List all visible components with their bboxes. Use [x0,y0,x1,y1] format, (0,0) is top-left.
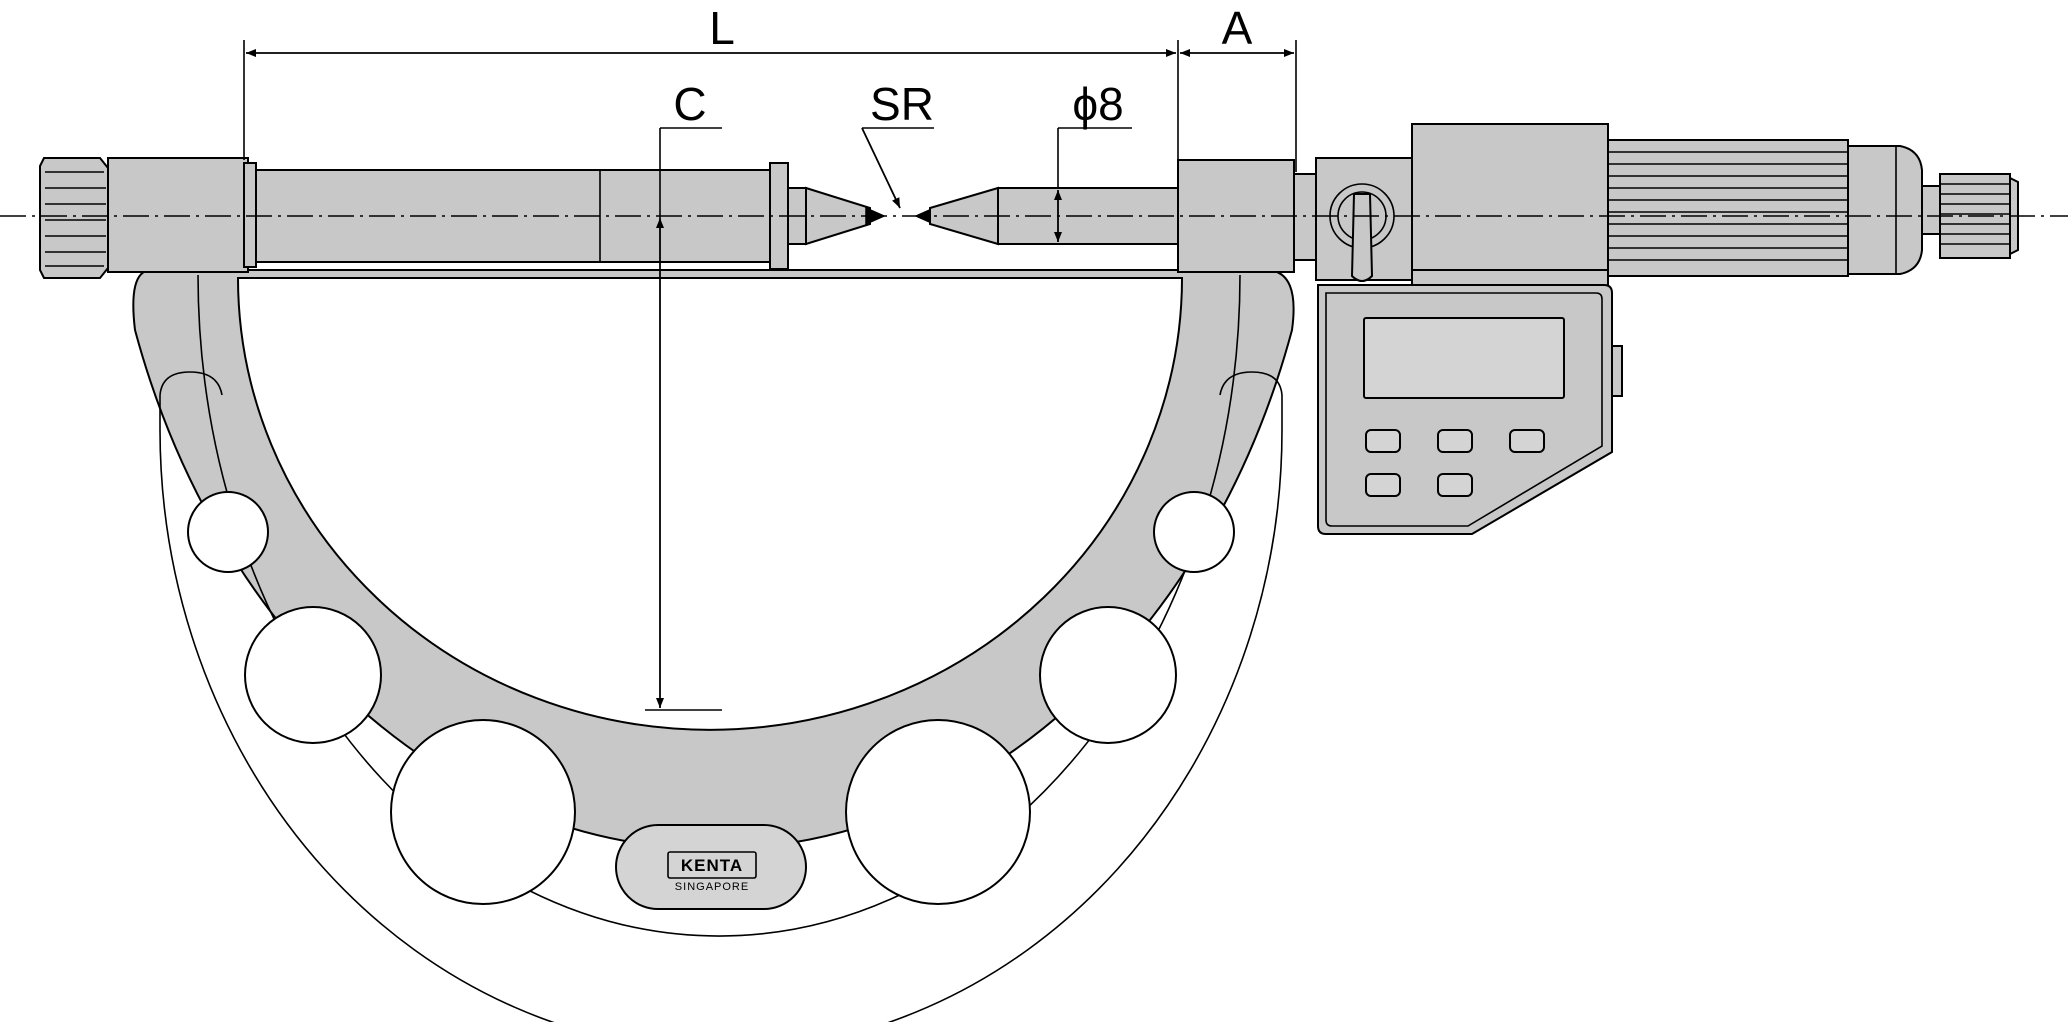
lock-lever [1350,193,1374,282]
frame-hole [1153,491,1235,573]
display-button[interactable] [1365,473,1401,497]
brand-logo-box [667,851,757,879]
frame-hole [187,491,269,573]
digital-display-unit [1317,284,1623,535]
brand-origin: SINGAPORE [675,881,749,893]
frame-hole [1039,606,1177,744]
dimension-c: C [645,78,722,711]
dimension-l: L [243,2,1179,160]
dimension-sr: SR [861,78,934,209]
anvil-knurl-cap [39,157,109,279]
display-button[interactable] [1437,429,1473,453]
spindle-housing [1411,123,1609,285]
dimension-label-c: C [673,78,706,130]
anvil-block [107,157,249,273]
brand-plate [615,824,807,910]
anvil-assembly [39,157,886,279]
dimension-label-l: L [709,2,735,54]
frame-hole [845,719,1031,905]
lcd-screen [1363,317,1565,399]
dimension-label-a: A [1222,2,1253,54]
dimension-diameter: ϕ8 [1054,78,1132,242]
dimension-label-sr: SR [870,78,934,130]
brand-logo: KENTA [681,856,743,875]
thimble [1607,139,1849,277]
display-button[interactable] [1509,429,1545,453]
frame-hole [244,606,382,744]
micrometer-frame: KENTA SINGAPORE [132,269,1295,1022]
dimension-a: A [1180,2,1297,172]
dimension-label-diameter: ϕ8 [1072,78,1123,130]
frame-hole [390,719,576,905]
thimble-cap [1847,145,1923,275]
display-button[interactable] [1365,429,1401,453]
spindle-assembly [914,123,2019,287]
display-button[interactable] [1437,473,1473,497]
